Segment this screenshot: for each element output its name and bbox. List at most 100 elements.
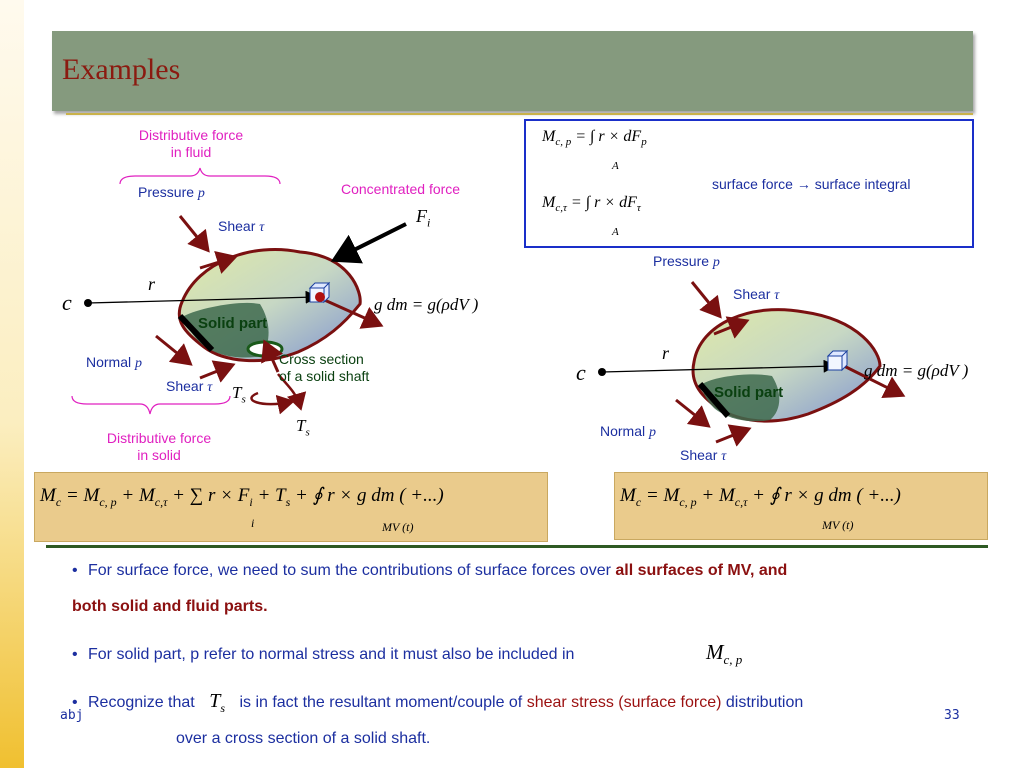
shear-text: Shear <box>218 218 256 234</box>
fi-sub: i <box>427 215 431 230</box>
b1-bold: all surfaces of MV, and <box>615 562 788 579</box>
eq1-rhs: = ∫ r × dF <box>575 128 642 145</box>
eq1-lhs-sub: c, p <box>555 136 572 149</box>
normal-arrow-left <box>155 334 193 366</box>
brace-solid <box>71 395 231 415</box>
shear-arrow-right <box>713 316 750 339</box>
eq1-limit: A <box>612 160 619 172</box>
torque-shaft-line <box>261 339 284 373</box>
b3-math-t: T <box>209 690 221 712</box>
ts-sub: s <box>241 393 246 406</box>
pressure-symbol: p <box>197 186 205 201</box>
brace-fluid <box>119 167 281 185</box>
solid-part-label-right: Solid part <box>714 384 784 401</box>
shear2-symbol: τ <box>207 380 213 395</box>
r-vector-left <box>87 290 319 304</box>
c-symbol-right: c <box>576 360 586 385</box>
normal-label-left: Normal p <box>86 354 142 372</box>
surface-note: surface force → surface integral <box>712 176 910 193</box>
eqR-paren: ( +...) <box>856 485 901 506</box>
section-divider <box>46 545 988 548</box>
normal-text: Normal <box>86 354 132 370</box>
title-underline <box>66 113 973 115</box>
bullet-3: •Recognize that Ts is in fact the result… <box>72 690 977 719</box>
shear-label-left: Shear τ <box>218 218 264 236</box>
eqL-sub: c <box>55 494 62 509</box>
concentrated-force-label: Concentrated force <box>341 181 461 197</box>
b2-math-sub: c, p <box>723 652 743 668</box>
b3-text1: Recognize that <box>88 694 195 711</box>
eqR-rest: = M <box>645 485 680 506</box>
footer-author: abj <box>60 708 84 723</box>
b3-text3: distribution <box>721 694 804 711</box>
fi-letter: F <box>416 206 427 226</box>
torque-arc-upper <box>250 391 295 415</box>
b2-math: Mc, p <box>706 640 742 668</box>
pressure-text-right: Pressure <box>653 253 710 269</box>
b3-text2: is in fact the resultant moment/couple o… <box>239 694 527 711</box>
eqR-sub3: c,τ <box>734 494 748 509</box>
pressure-text: Pressure <box>138 184 195 200</box>
ts-symbol-upper: Ts <box>232 383 246 405</box>
fi-symbol: Fi <box>416 206 430 231</box>
gravity-arrow-right <box>839 362 906 399</box>
gdm-equation-right: g dm = g(ρdV ) <box>864 361 969 380</box>
cross-section-line2: of a solid shaft <box>279 368 370 384</box>
b2-text: For solid part, p refer to normal stress… <box>88 646 575 663</box>
slide-title: Examples <box>62 53 181 86</box>
eqR-rest2: + M <box>701 485 735 506</box>
eq2-lhs: M <box>542 194 556 211</box>
eq2-rhs: = ∫ r × dF <box>570 194 637 211</box>
eqL-sub5: s <box>285 494 291 509</box>
cross-section-ellipse <box>246 340 284 358</box>
shear-symbol-right: τ <box>774 288 780 303</box>
c-symbol-left: c <box>62 290 72 315</box>
eqR-limit: MV (t) <box>822 518 854 532</box>
cross-section-line1: Cross section <box>279 351 364 367</box>
ts2-letter: T <box>296 416 306 435</box>
equation-box-left <box>34 472 548 542</box>
pressure-symbol-right: p <box>712 255 720 270</box>
mass-element-cube-left <box>308 281 331 304</box>
eqL-rest3: + ∑ r × F <box>172 485 250 506</box>
right-normal-boundary <box>697 382 731 418</box>
footer-page-number: 33 <box>944 708 960 723</box>
note-left: surface force <box>712 176 793 192</box>
moment-equation-right: Mc = Mc, p + Mc,τ + ∮ r × g dm ( +...) <box>620 484 901 510</box>
pressure-label-left: Pressure p <box>138 184 205 202</box>
torque-arc-lower <box>277 373 307 411</box>
pressure-arrow-left <box>178 215 210 253</box>
eqL-sum-index: i <box>251 516 255 530</box>
b3-red: shear stress (surface force) <box>526 694 722 711</box>
equation-box-right <box>614 472 988 540</box>
distributive-fluid-label: Distributive force in fluid <box>118 127 264 161</box>
eqL-rest4: + T <box>257 485 286 506</box>
bullet-2: •For solid part, p refer to normal stres… <box>72 644 574 666</box>
side-strip <box>0 0 24 768</box>
point-c-right <box>598 368 606 376</box>
concentrated-force-arrow <box>330 222 407 264</box>
eq2-limit: A <box>612 226 619 238</box>
distributive-fluid-line2: in fluid <box>170 144 212 160</box>
r-symbol-left: r <box>148 274 156 294</box>
moment-equation-left: Mc = Mc, p + Mc,τ + ∑ r × Fi + Ts + ∮ r … <box>40 484 444 510</box>
normal-arrow-right <box>675 398 711 428</box>
distributive-fluid-line1: Distributive force <box>138 127 244 143</box>
pressure-arrow-right <box>690 281 722 319</box>
eqL-limit: MV (t) <box>382 520 414 534</box>
r-vector-right <box>601 359 837 373</box>
distributive-solid-label: Distributive force in solid <box>86 430 232 464</box>
shear2-text: Shear <box>166 378 204 394</box>
bullet-1-line2: both solid and fluid parts. <box>72 598 268 615</box>
pressure-label-right: Pressure p <box>653 253 720 271</box>
title-bar: Examples <box>52 31 973 111</box>
normal-symbol-right: p <box>649 425 657 440</box>
eqR-m: M <box>620 485 636 506</box>
shear2-text-right: Shear <box>680 447 718 463</box>
ts-symbol-lower: Ts <box>296 416 310 438</box>
shear2-arrow-right <box>715 424 752 447</box>
bullet-3-line2: over a cross section of a solid shaft. <box>176 730 431 747</box>
shear-symbol: τ <box>259 220 265 235</box>
bullet-1: •For surface force, we need to sum the c… <box>72 560 977 582</box>
gravity-arrow-left <box>319 296 384 329</box>
